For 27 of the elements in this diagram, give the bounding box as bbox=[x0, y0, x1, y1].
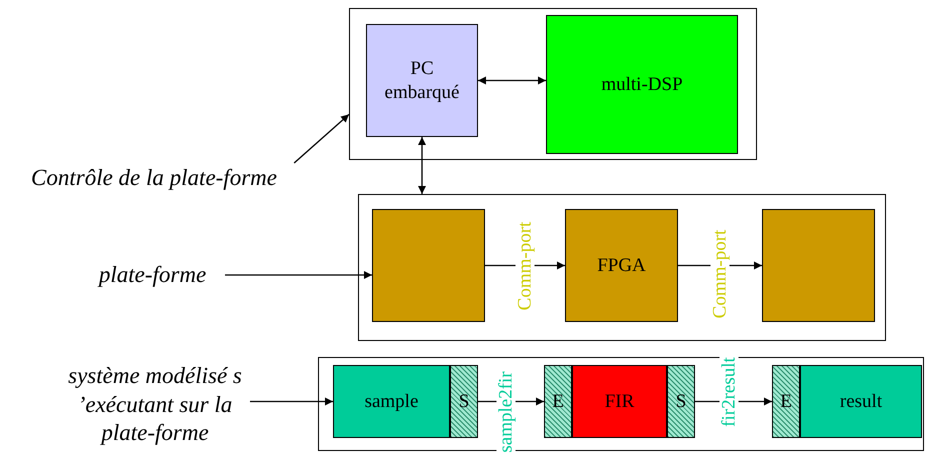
process-box: result bbox=[800, 365, 922, 438]
arrow bbox=[225, 271, 372, 279]
port-box: S bbox=[667, 365, 695, 438]
annotation-text: plate-forme bbox=[80, 260, 225, 290]
port-box: E bbox=[772, 365, 800, 438]
process-box: PC embarqué bbox=[366, 24, 478, 137]
frame bbox=[318, 357, 924, 451]
process-box: sample bbox=[333, 365, 450, 438]
port-box: E bbox=[544, 365, 572, 438]
port-box: S bbox=[450, 365, 478, 438]
processor-box bbox=[762, 209, 875, 322]
annotation-text: Contrôle de la plate-forme bbox=[8, 163, 300, 193]
process-box: FIR bbox=[572, 365, 667, 438]
arrow bbox=[250, 398, 333, 406]
processor-box: FPGA bbox=[565, 209, 678, 322]
edge-label: Comm-port bbox=[710, 229, 730, 318]
annotation-text: système modélisé s ’exécutant sur la plate-forme bbox=[60, 360, 250, 450]
frame bbox=[358, 194, 886, 341]
frame bbox=[349, 8, 757, 160]
processor-box bbox=[372, 209, 485, 322]
arrow bbox=[478, 76, 546, 84]
process-box: multi-DSP bbox=[546, 15, 738, 154]
arrow bbox=[418, 137, 426, 194]
edge-label: sample2fir bbox=[496, 370, 516, 452]
edge-label: fir2result bbox=[719, 356, 738, 426]
arrow bbox=[294, 114, 350, 164]
edge-label: Comm-port bbox=[516, 221, 534, 310]
